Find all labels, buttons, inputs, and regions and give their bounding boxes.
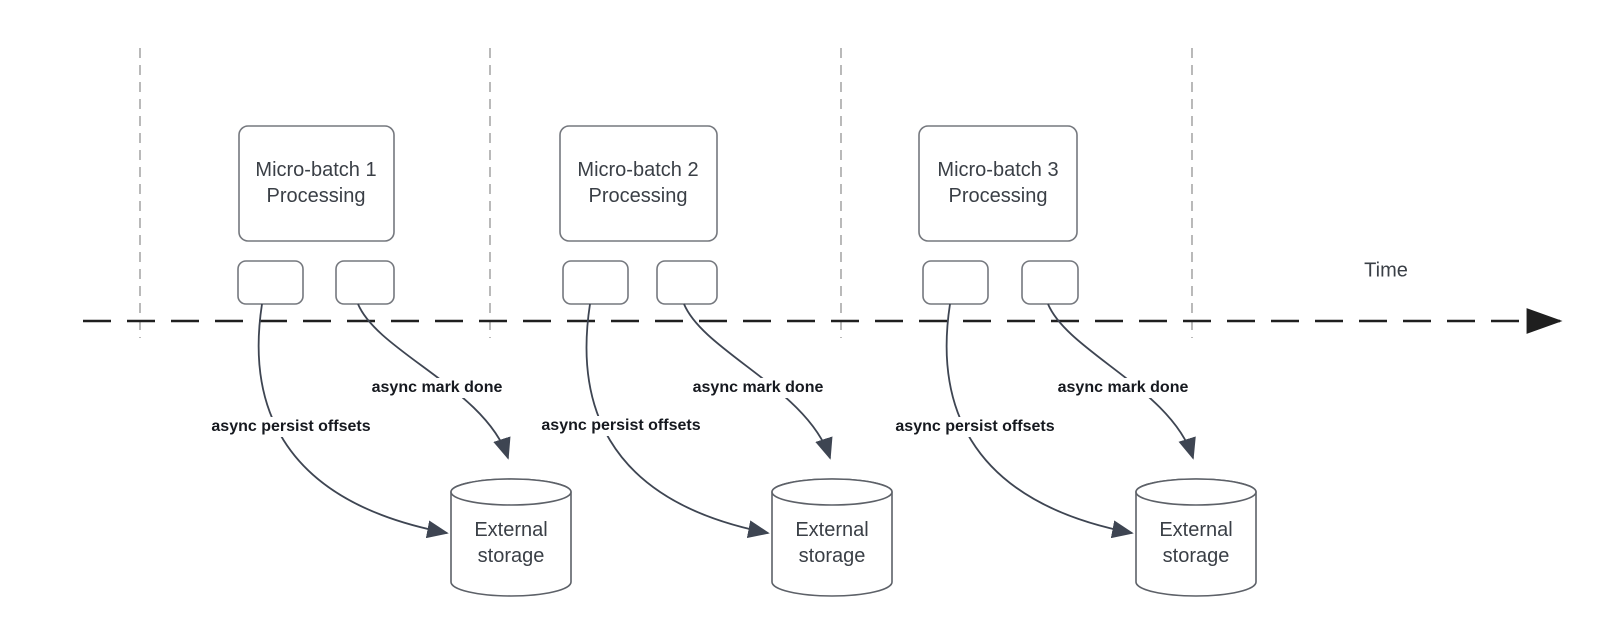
batch-2-mark-done-task-box	[656, 260, 718, 305]
batch-1-mark-done-arrow	[357, 303, 511, 460]
batch-2-external-storage-cylinder	[771, 478, 893, 597]
batch-2-mark-done-arrow	[683, 303, 833, 460]
batch-2-persist-offsets-arrow	[585, 303, 770, 539]
batch-3-mark-done-arrow	[1047, 303, 1196, 460]
time-axis-label: Time	[1364, 259, 1408, 282]
batch-2-persist-task-box	[562, 260, 629, 305]
batch-1-mark-done-label: async mark done	[368, 378, 506, 398]
batch-1-mark-done-task-box	[335, 260, 395, 305]
batch-1-persist-offsets-label: async persist offsets	[208, 417, 374, 437]
batch-3-mark-done-label: async mark done	[1054, 378, 1192, 398]
batch-2-mark-done-label: async mark done	[689, 378, 827, 398]
micro-batch-2-title: Micro-batch 2 Processing	[577, 159, 699, 207]
batch-1-persist-task-box	[237, 260, 304, 305]
batch-3-persist-offsets-arrow	[945, 303, 1134, 539]
batch-1-external-storage-cylinder	[450, 478, 572, 597]
batch-3-external-storage-label: External storage	[1159, 519, 1233, 567]
batch-2-persist-offsets-label: async persist offsets	[538, 416, 704, 436]
batch-3-persist-task-box	[922, 260, 989, 305]
batch-2-external-storage-label: External storage	[795, 519, 869, 567]
micro-batch-3-box	[918, 125, 1078, 242]
batch-3-mark-done-task-box	[1021, 260, 1079, 305]
micro-batch-1-box	[238, 125, 395, 242]
batch-1-external-storage-label: External storage	[474, 519, 548, 567]
micro-batch-1-title: Micro-batch 1 Processing	[255, 159, 377, 207]
batch-1-persist-offsets-arrow	[257, 303, 449, 539]
batch-3-persist-offsets-label: async persist offsets	[892, 417, 1058, 437]
micro-batch-2-box	[559, 125, 718, 242]
batch-3-external-storage-cylinder	[1135, 478, 1257, 597]
micro-batch-3-title: Micro-batch 3 Processing	[937, 159, 1059, 207]
